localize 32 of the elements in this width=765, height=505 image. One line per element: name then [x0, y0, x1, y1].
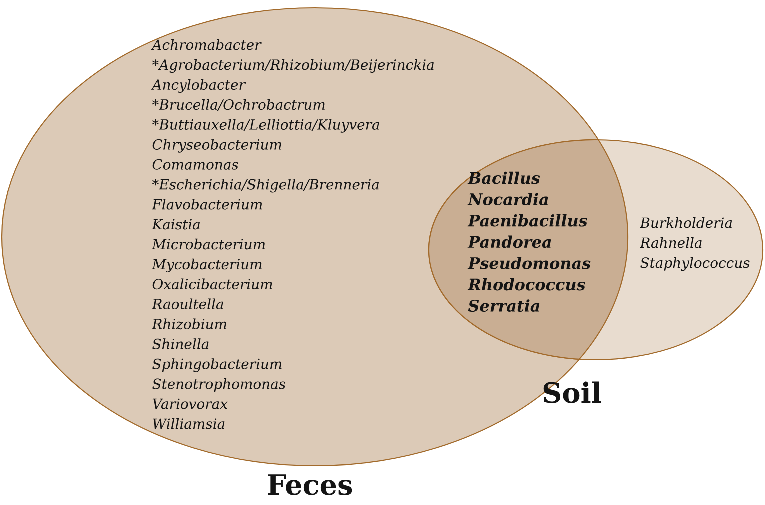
list-item: Rhodococcus: [468, 278, 586, 291]
list-item: Microbacterium: [152, 238, 266, 250]
list-item: Stenotrophomonas: [152, 378, 286, 392]
list-item: Pseudomonas: [468, 257, 591, 270]
list-item: Rahnella: [640, 237, 702, 248]
list-item: *Brucella/Ochrobactrum: [152, 99, 325, 112]
list-item: Burkholderia: [640, 217, 732, 228]
list-item: Rhizobium: [152, 318, 227, 330]
list-item: Serratia: [468, 300, 540, 312]
list-item: Mycobacterium: [152, 258, 262, 273]
list-item: *Escherichia/Shigella/Brenneria: [152, 179, 379, 193]
list-item: Pandorea: [468, 236, 552, 248]
list-item: Kaistia: [152, 219, 200, 230]
set-label: Soil: [544, 382, 602, 404]
list-item: Shinella: [152, 338, 209, 350]
set-label: Feces: [268, 474, 352, 496]
list-item: Chryseobacterium: [152, 139, 282, 153]
list-item: Bacillus: [468, 172, 540, 184]
list-item: Variovorax: [152, 398, 228, 410]
list-item: Nocardia: [468, 193, 548, 206]
list-item: Paenibacillus: [468, 214, 588, 227]
list-item: Comamonas: [152, 159, 238, 170]
list-item: Flavobacterium: [152, 199, 262, 210]
list-item: *Buttiauxella/Lelliottia/Kluyvera: [152, 119, 380, 133]
list-item: Achromabacter: [151, 39, 262, 50]
list-item: Staphylococcus: [640, 257, 750, 272]
list-item: Williamsia: [153, 418, 225, 430]
list-item: Sphingobacterium: [152, 358, 282, 372]
list-item: Ancylobacter: [151, 79, 246, 93]
list-item: *Agrobacterium/Rhizobium/Beijerinckia: [152, 59, 434, 74]
list-item: Raoultella: [152, 298, 224, 310]
list-item: Oxalicibacterium: [152, 278, 272, 290]
